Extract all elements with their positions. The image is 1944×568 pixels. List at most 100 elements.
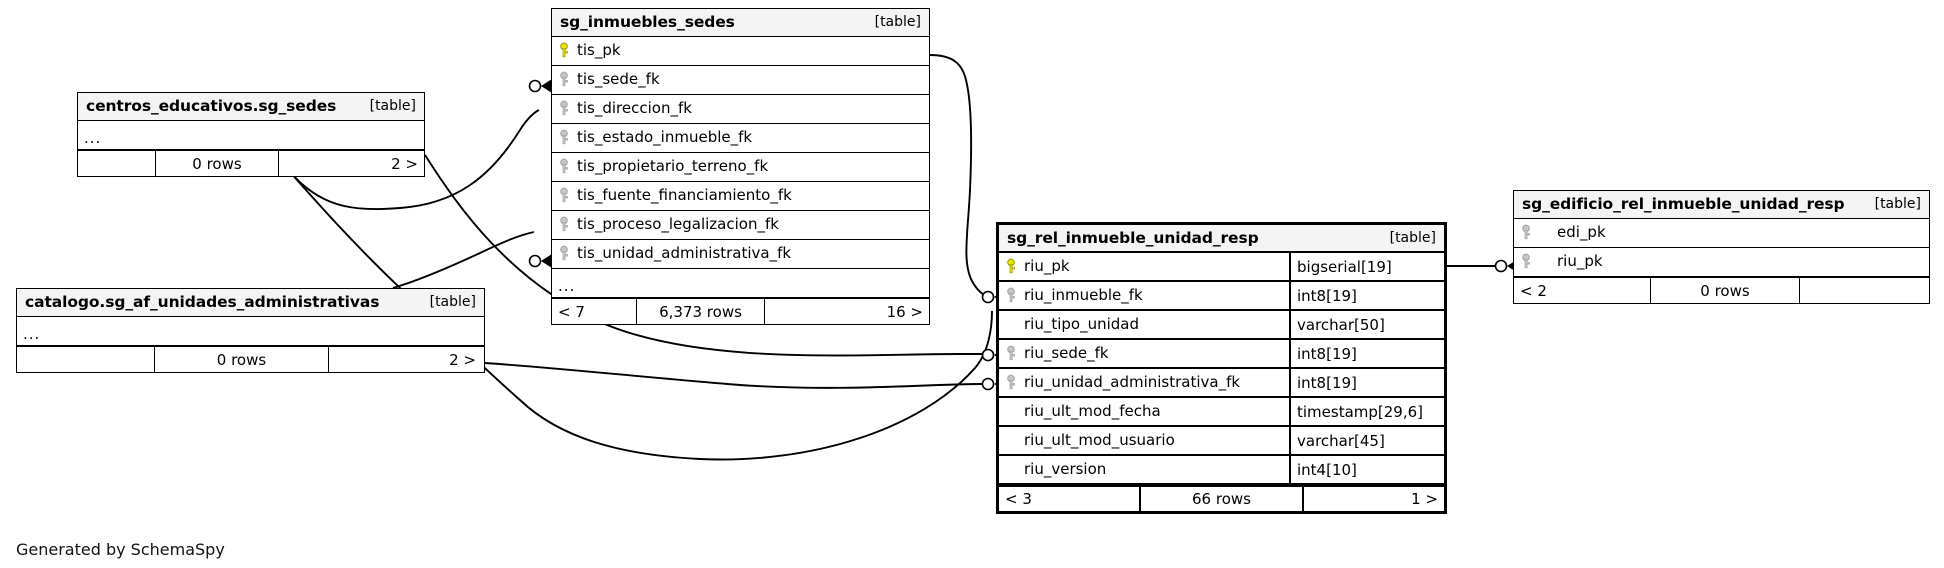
- table-type-tag: [table]: [1874, 196, 1921, 212]
- table-footer: < 7 6,373 rows 16 >: [552, 298, 929, 324]
- table-row[interactable]: tis_fuente_financiamiento_fk: [552, 182, 929, 211]
- footer-parents-count[interactable]: < 7: [558, 302, 585, 321]
- footer-row-count: 0 rows: [155, 151, 279, 176]
- table-footer: < 3 66 rows 1 >: [999, 485, 1444, 511]
- foreign-key-icon: [1005, 345, 1019, 363]
- table-title: sg_rel_inmueble_unidad_resp: [1007, 228, 1259, 247]
- foreign-key-icon: [1005, 374, 1019, 392]
- footer-parents-count[interactable]: [17, 347, 154, 372]
- table-row[interactable]: riu_ult_mod_usuario varchar[45]: [999, 427, 1444, 456]
- table-row[interactable]: tis_estado_inmueble_fk: [552, 124, 929, 153]
- footer-children-count[interactable]: 1 >: [1411, 490, 1438, 508]
- column-name: riu_unidad_administrativa_fk: [1024, 373, 1241, 391]
- column-name: tis_estado_inmueble_fk: [577, 129, 753, 146]
- foreign-key-icon: [1520, 224, 1534, 242]
- table-row[interactable]: tis_unidad_administrativa_fk: [552, 240, 929, 269]
- footer-row-count: 0 rows: [154, 347, 329, 372]
- column-type: int8[19]: [1289, 282, 1444, 309]
- column-name: riu_inmueble_fk: [1024, 286, 1143, 304]
- table-sg-edificio-rel-inmueble-unidad-resp[interactable]: sg_edificio_rel_inmueble_unidad_resp [ta…: [1513, 190, 1930, 304]
- table-footer: 0 rows 2 >: [78, 150, 424, 176]
- table-title: sg_edificio_rel_inmueble_unidad_resp: [1522, 195, 1845, 213]
- column-name: tis_propietario_terreno_fk: [577, 158, 769, 175]
- table-footer: < 2 0 rows: [1514, 277, 1929, 303]
- column-name: tis_pk: [577, 42, 621, 59]
- table-title: centros_educativos.sg_sedes: [86, 97, 337, 115]
- table-row[interactable]: riu_pk: [1514, 248, 1929, 277]
- ellipsis-label: ...: [558, 276, 576, 295]
- table-row[interactable]: riu_version int4[10]: [999, 456, 1444, 485]
- column-name: tis_proceso_legalizacion_fk: [577, 216, 779, 233]
- column-name: tis_unidad_administrativa_fk: [577, 245, 792, 262]
- table-row[interactable]: riu_sede_fk int8[19]: [999, 340, 1444, 369]
- edge-sg-sedes-to-riu-sede-fk: [424, 154, 1006, 363]
- table-sg-inmuebles-sedes[interactable]: sg_inmuebles_sedes [table] tis_pk tis_se…: [551, 8, 930, 325]
- foreign-key-icon: [558, 71, 572, 89]
- column-type: varchar[50]: [1289, 311, 1444, 338]
- table-header: sg_inmuebles_sedes [table]: [552, 9, 929, 37]
- column-type: bigserial[19]: [1289, 253, 1444, 280]
- table-title: catalogo.sg_af_unidades_administrativas: [25, 293, 380, 311]
- footer-parents-count[interactable]: < 2: [1520, 281, 1547, 300]
- column-name: riu_sede_fk: [1024, 344, 1109, 362]
- table-row[interactable]: tis_sede_fk: [552, 66, 929, 95]
- table-row[interactable]: riu_pk bigserial[19]: [999, 253, 1444, 282]
- ellipsis-label: ...: [84, 128, 102, 147]
- footer-children-count[interactable]: [1800, 278, 1929, 303]
- footer-parents-count[interactable]: < 3: [1005, 490, 1032, 508]
- table-header: centros_educativos.sg_sedes [table]: [78, 93, 424, 121]
- column-name: riu_tipo_unidad: [1024, 316, 1140, 333]
- column-name: riu_ult_mod_usuario: [1024, 432, 1175, 449]
- edge-unidades-admin-to-tis-unidad-administrativa-fk: [289, 171, 993, 461]
- footer-children-count[interactable]: 2 >: [449, 350, 476, 369]
- table-row[interactable]: tis_proceso_legalizacion_fk: [552, 211, 929, 240]
- column-type: int4[10]: [1289, 456, 1444, 483]
- column-name: edi_pk: [1557, 224, 1606, 241]
- table-row[interactable]: tis_pk: [552, 37, 929, 66]
- footer-row-count: 66 rows: [1139, 487, 1304, 511]
- footer-parents-count[interactable]: [78, 151, 155, 176]
- table-sg-rel-inmueble-unidad-resp[interactable]: sg_rel_inmueble_unidad_resp [table] riu_…: [996, 222, 1447, 514]
- ellipsis-label: ...: [23, 324, 41, 343]
- table-row[interactable]: riu_ult_mod_fecha timestamp[29,6]: [999, 398, 1444, 427]
- column-name: tis_fuente_financiamiento_fk: [577, 187, 792, 204]
- column-type: varchar[45]: [1289, 427, 1444, 454]
- footer-row-count: 0 rows: [1650, 278, 1800, 303]
- column-name: riu_version: [1024, 461, 1107, 478]
- footer-children-count[interactable]: 2 >: [391, 154, 418, 173]
- more-columns-row: ...: [552, 269, 929, 298]
- column-name: riu_ult_mod_fecha: [1024, 403, 1161, 420]
- column-name: tis_direccion_fk: [577, 100, 692, 117]
- table-footer: 0 rows 2 >: [17, 346, 484, 372]
- primary-key-icon: [558, 42, 572, 60]
- column-type: timestamp[29,6]: [1289, 398, 1444, 425]
- table-row[interactable]: riu_unidad_administrativa_fk int8[19]: [999, 369, 1444, 398]
- table-type-tag: [table]: [369, 98, 416, 114]
- table-row[interactable]: tis_propietario_terreno_fk: [552, 153, 929, 182]
- table-row[interactable]: riu_inmueble_fk int8[19]: [999, 282, 1444, 311]
- edge-tis-pk-to-riu-inmueble-fk: [929, 54, 1006, 305]
- table-centros-educativos-sg-sedes[interactable]: centros_educativos.sg_sedes [table] ... …: [77, 92, 425, 177]
- foreign-key-icon: [558, 158, 572, 176]
- column-type: int8[19]: [1289, 369, 1444, 396]
- table-row[interactable]: edi_pk: [1514, 219, 1929, 248]
- column-type: int8[19]: [1289, 340, 1444, 367]
- table-header: sg_edificio_rel_inmueble_unidad_resp [ta…: [1514, 191, 1929, 219]
- foreign-key-icon: [558, 187, 572, 205]
- foreign-key-icon: [558, 100, 572, 118]
- table-header: catalogo.sg_af_unidades_administrativas …: [17, 289, 484, 317]
- foreign-key-icon: [558, 129, 572, 147]
- table-row[interactable]: riu_tipo_unidad varchar[50]: [999, 311, 1444, 340]
- foreign-key-icon: [558, 245, 572, 263]
- table-row[interactable]: tis_direccion_fk: [552, 95, 929, 124]
- table-catalogo-sg-af-unidades-administrativas[interactable]: catalogo.sg_af_unidades_administrativas …: [16, 288, 485, 373]
- footer-children-count[interactable]: 16 >: [886, 302, 923, 321]
- foreign-key-icon: [1005, 287, 1019, 305]
- more-columns-row: ...: [17, 317, 484, 346]
- table-header: sg_rel_inmueble_unidad_resp [table]: [999, 225, 1444, 253]
- column-name: riu_pk: [1024, 257, 1070, 275]
- footer-row-count: 6,373 rows: [636, 299, 765, 324]
- edge-unidades-admin-to-riu-unidad-administrativa-fk: [484, 362, 1006, 392]
